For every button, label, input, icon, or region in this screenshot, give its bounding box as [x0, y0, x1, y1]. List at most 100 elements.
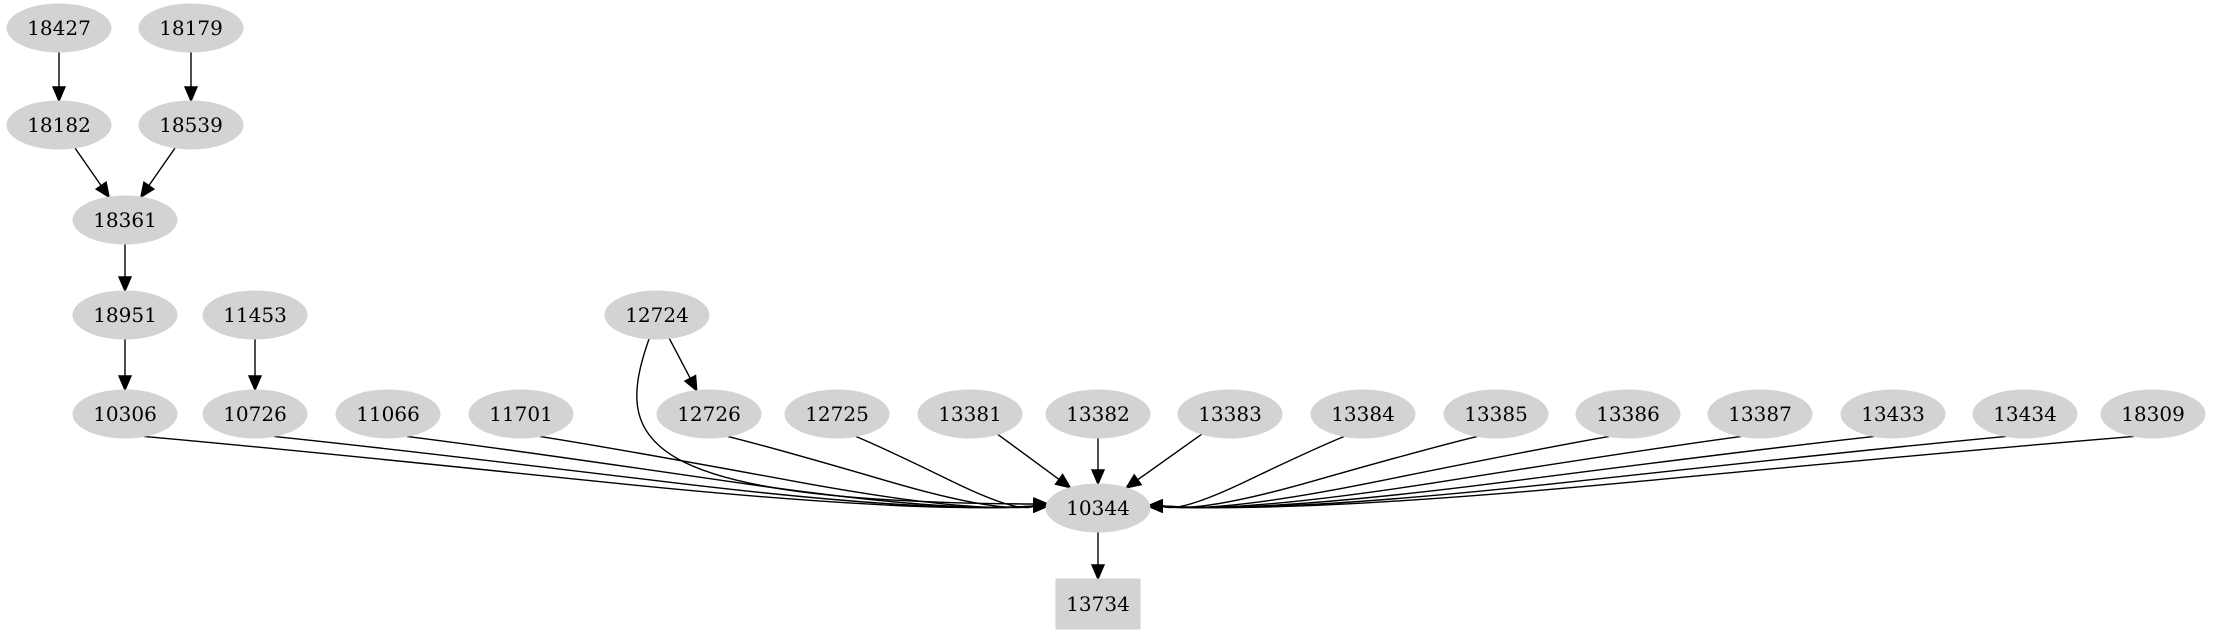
node-13433[interactable]: 13433 [1840, 389, 1946, 439]
edge-12724-to-12726 [668, 337, 698, 393]
node-ellipse [1707, 389, 1813, 439]
edge-11701-to-10344 [539, 435, 1050, 514]
node-label: 13734 [1066, 592, 1130, 616]
node-10344[interactable]: 10344 [1045, 483, 1151, 533]
node-18309[interactable]: 18309 [2100, 389, 2206, 439]
edge-18309-to-10344 [1146, 435, 2135, 514]
node-13734[interactable]: 13734 [1055, 578, 1141, 630]
node-ellipse [1177, 389, 1283, 439]
edge-18182-to-18361 [74, 147, 111, 199]
node-18361[interactable]: 18361 [72, 195, 178, 245]
edge-line [1161, 435, 1610, 509]
node-12724[interactable]: 12724 [604, 290, 710, 340]
node-12725[interactable]: 12725 [784, 389, 890, 439]
node-10306[interactable]: 10306 [72, 389, 178, 439]
edge-line [1137, 433, 1203, 481]
arrowhead [1090, 469, 1106, 486]
node-18182[interactable]: 18182 [6, 100, 112, 150]
node-ellipse [202, 290, 308, 340]
edge-18539-to-18361 [139, 147, 176, 199]
node-label: 18539 [159, 113, 223, 137]
node-13383[interactable]: 13383 [1177, 389, 1283, 439]
node-13434[interactable]: 13434 [1972, 389, 2078, 439]
node-11453[interactable]: 11453 [202, 290, 308, 340]
node-label: 13384 [1331, 402, 1395, 426]
node-label: 10344 [1066, 496, 1130, 520]
edge-line [668, 337, 691, 379]
edge-line [636, 338, 1035, 505]
arrowhead [117, 276, 133, 293]
node-label: 13433 [1861, 402, 1925, 426]
edge-18951-to-10306 [117, 339, 133, 392]
node-18951[interactable]: 18951 [72, 290, 178, 340]
node-11701[interactable]: 11701 [468, 389, 574, 439]
node-label: 18427 [27, 16, 91, 40]
arrowhead [94, 181, 111, 199]
node-13386[interactable]: 13386 [1575, 389, 1681, 439]
node-label: 13385 [1464, 402, 1528, 426]
node-ellipse [1972, 389, 2078, 439]
node-ellipse [1045, 483, 1151, 533]
node-label: 11066 [356, 402, 420, 426]
node-12726[interactable]: 12726 [656, 389, 762, 439]
node-13387[interactable]: 13387 [1707, 389, 1813, 439]
edge-13383-to-10344 [1124, 433, 1203, 489]
node-label: 18361 [93, 208, 157, 232]
edge-13385-to-10344 [1146, 435, 1478, 514]
arrowhead [1090, 564, 1106, 581]
arrowhead [1033, 498, 1050, 514]
edge-line [997, 433, 1060, 480]
node-label: 13382 [1066, 402, 1130, 426]
node-label: 12724 [625, 303, 689, 327]
edge-11453-to-10726 [247, 339, 263, 392]
node-13381[interactable]: 13381 [917, 389, 1023, 439]
node-label: 18951 [93, 303, 157, 327]
node-ellipse [917, 389, 1023, 439]
edge-13434-to-10344 [1146, 435, 2007, 514]
node-ellipse [656, 389, 762, 439]
node-11066[interactable]: 11066 [335, 389, 441, 439]
edges-layer [51, 52, 2135, 581]
edge-12725-to-10344 [855, 435, 1050, 514]
node-ellipse [6, 100, 112, 150]
node-ellipse [72, 290, 178, 340]
node-18427[interactable]: 18427 [6, 3, 112, 53]
node-label: 13381 [938, 402, 1002, 426]
node-label: 13387 [1728, 402, 1792, 426]
edge-13382-to-10344 [1090, 438, 1106, 486]
node-ellipse [468, 389, 574, 439]
node-label: 11701 [489, 402, 553, 426]
node-13384[interactable]: 13384 [1310, 389, 1416, 439]
edge-13433-to-10344 [1146, 435, 1875, 514]
node-ellipse [784, 389, 890, 439]
arrowhead [183, 86, 199, 103]
node-label: 13434 [1993, 402, 2057, 426]
node-ellipse [1310, 389, 1416, 439]
node-ellipse [1045, 389, 1151, 439]
edge-line [855, 435, 1035, 509]
edge-line [1161, 435, 2135, 509]
node-18179[interactable]: 18179 [138, 3, 244, 53]
edge-13381-to-10344 [997, 433, 1072, 489]
node-label: 18179 [159, 16, 223, 40]
edge-line [539, 435, 1035, 509]
node-18539[interactable]: 18539 [138, 100, 244, 150]
arrowhead [1054, 473, 1072, 489]
node-ellipse [72, 195, 178, 245]
node-ellipse [72, 389, 178, 439]
node-10726[interactable]: 10726 [202, 389, 308, 439]
node-label: 18309 [2121, 402, 2185, 426]
node-ellipse [202, 389, 308, 439]
arrowhead [117, 375, 133, 392]
edge-line [727, 435, 1035, 509]
node-ellipse [2100, 389, 2206, 439]
node-ellipse [335, 389, 441, 439]
arrowhead [51, 86, 67, 103]
arrowhead [1146, 498, 1163, 514]
node-13385[interactable]: 13385 [1443, 389, 1549, 439]
edge-18361-to-18951 [117, 244, 133, 293]
node-label: 12726 [677, 402, 741, 426]
node-13382[interactable]: 13382 [1045, 389, 1151, 439]
node-label: 11453 [223, 303, 287, 327]
